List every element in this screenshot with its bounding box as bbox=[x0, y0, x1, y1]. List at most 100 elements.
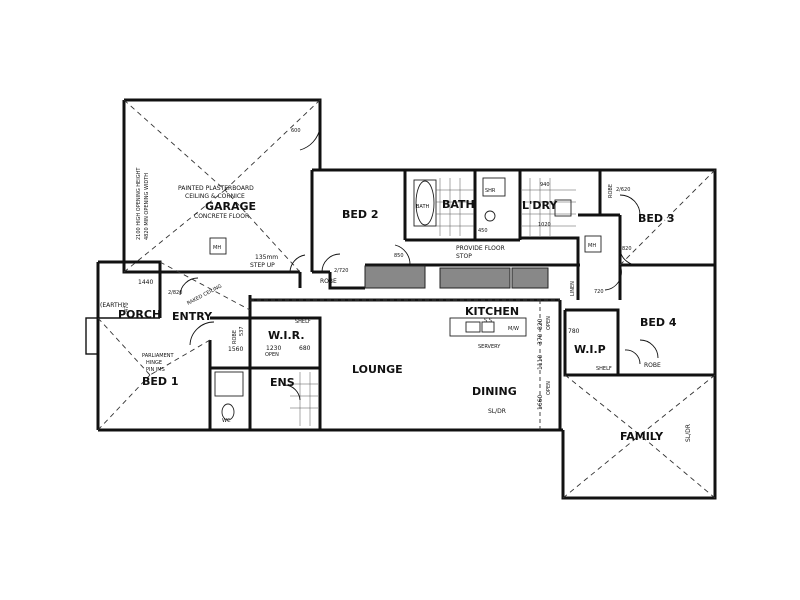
dim-1440: 1440 bbox=[138, 279, 153, 286]
note-wc: WC bbox=[222, 418, 231, 424]
dim-940: 940 bbox=[540, 182, 550, 188]
note-parliament-3: PIN JMS bbox=[146, 367, 165, 373]
label-entry: ENTRY bbox=[172, 310, 213, 323]
note-floor-stop-1: PROVIDE FLOOR bbox=[456, 245, 505, 252]
note-mh-hall: MH bbox=[588, 243, 596, 249]
ldry-bottom bbox=[520, 236, 580, 265]
dim-820: 820 bbox=[537, 318, 544, 330]
ceiling-diagonals bbox=[97, 99, 716, 499]
label-wir: W.I.R. bbox=[268, 329, 305, 342]
laundry-tub bbox=[554, 199, 572, 217]
label-bath: BATH bbox=[442, 198, 475, 211]
note-servery: SERVERY bbox=[478, 344, 501, 350]
notes: PAINTED PLASTERBOARD CEILING & CORNICE C… bbox=[100, 167, 692, 442]
dim-2-820: 2/820 bbox=[168, 290, 182, 296]
note-garage-ceiling-1: PAINTED PLASTERBOARD bbox=[178, 185, 254, 192]
note-parliament-1: PARLIAMENT bbox=[142, 353, 174, 359]
dim-537: 537 bbox=[239, 326, 245, 336]
dim-680: 680 bbox=[299, 345, 311, 352]
manhole-garage bbox=[209, 237, 227, 255]
dim-1660: 1660 bbox=[537, 395, 544, 410]
robe-wall bbox=[328, 272, 365, 290]
dim-1230: 1230 bbox=[266, 345, 281, 352]
dim-2-720: 2/720 bbox=[334, 268, 348, 274]
manhole-hall bbox=[584, 235, 602, 253]
dim-820b: 820 bbox=[622, 246, 632, 252]
note-shelf-wip: SHELF bbox=[596, 366, 612, 372]
label-bed3: BED 3 bbox=[638, 212, 675, 225]
label-ens: ENS bbox=[270, 376, 295, 389]
label-ldry: L'DRY bbox=[522, 199, 558, 212]
label-lounge: LOUNGE bbox=[352, 363, 403, 376]
dim-720: 720 bbox=[594, 289, 604, 295]
walls bbox=[85, 98, 717, 500]
note-open-kitchen-2: OPEN bbox=[546, 316, 552, 330]
note-garage-opening-2: 4820 MIN OPENING WIDTH bbox=[144, 173, 150, 240]
note-robe-bed1: ROBE bbox=[232, 330, 238, 344]
dim-1110: 1110 bbox=[537, 355, 544, 370]
label-kitchen: KITCHEN bbox=[465, 305, 519, 318]
label-dining: DINING bbox=[472, 385, 517, 398]
fridge-space bbox=[511, 267, 549, 289]
note-robe-bed2: ROBE bbox=[320, 278, 337, 285]
note-step-up-2: STEP UP bbox=[250, 262, 275, 269]
label-porch: PORCH bbox=[118, 308, 161, 321]
note-sldr-dining: SL/DR bbox=[488, 408, 506, 415]
dim-470: 470 bbox=[124, 302, 130, 312]
label-family: FAMILY bbox=[620, 430, 664, 443]
dim-2-620: 2/620 bbox=[616, 187, 630, 193]
dim-600: 600 bbox=[291, 128, 301, 134]
note-garage-floor: CONCRETE FLOOR bbox=[194, 213, 249, 220]
note-open-wir: OPEN bbox=[265, 352, 279, 358]
shower bbox=[482, 177, 506, 197]
note-mh-garage: MH bbox=[213, 245, 221, 251]
bathtub bbox=[415, 180, 435, 226]
note-shelf-wir: SHELF bbox=[295, 319, 311, 325]
hatch-wall-1 bbox=[364, 265, 426, 289]
note-sldr-family: SL/DR bbox=[685, 424, 692, 442]
dim-850: 850 bbox=[394, 253, 404, 259]
sink-2 bbox=[481, 321, 495, 333]
note-robe-bed4: ROBE bbox=[644, 362, 661, 369]
hatch-wall-2 bbox=[439, 267, 511, 289]
note-bath-tub: BATH bbox=[416, 204, 430, 210]
family-wall bbox=[561, 375, 717, 500]
note-open-kitchen: OPEN bbox=[546, 381, 552, 395]
dim-370: 370 bbox=[537, 333, 544, 345]
dimensions: 1440 1560 1230 680 537 1660 1110 370 820… bbox=[124, 128, 632, 410]
note-floor-stop-2: STOP bbox=[456, 253, 472, 260]
bath-tiles bbox=[436, 178, 576, 236]
dim-1020: 1020 bbox=[538, 222, 551, 228]
ens-wc bbox=[221, 403, 235, 421]
sink-1 bbox=[465, 321, 481, 333]
note-robe-bed3: ROBE bbox=[608, 184, 614, 198]
kitchen-island bbox=[449, 317, 527, 337]
door-swings bbox=[179, 127, 659, 401]
garage-wall-top bbox=[124, 98, 322, 170]
ens-shower bbox=[214, 371, 244, 397]
label-bed4: BED 4 bbox=[640, 316, 677, 329]
label-garage: GARAGE bbox=[205, 200, 256, 213]
dim-780: 780 bbox=[568, 328, 580, 335]
wip-wall bbox=[565, 308, 620, 375]
note-garage-opening-1: 2100 HIGH OPENING HEIGHT bbox=[136, 167, 142, 240]
note-mw: M/W bbox=[508, 326, 519, 332]
note-parliament-2: HINGE bbox=[146, 360, 162, 366]
note-garage-ceiling-2: CEILING & CORNICE bbox=[185, 193, 245, 200]
note-ss: S.S bbox=[484, 318, 492, 324]
label-bed2: BED 2 bbox=[342, 208, 379, 221]
note-linen: LINEN bbox=[570, 281, 576, 296]
note-raked-ceiling: RAKED CEILING bbox=[186, 283, 223, 306]
room-labels: GARAGE BED 2 BATH L'DRY BED 3 BED 4 BED … bbox=[118, 198, 677, 443]
note-earth: (EARTH) bbox=[100, 302, 125, 309]
bath-surround bbox=[413, 179, 437, 227]
wir-wall bbox=[250, 316, 322, 368]
basin bbox=[484, 210, 496, 222]
dim-450: 450 bbox=[478, 228, 488, 234]
dim-1560: 1560 bbox=[228, 346, 243, 353]
label-bed1: BED 1 bbox=[142, 375, 179, 388]
note-shr: SHR bbox=[485, 188, 496, 194]
bed1-window bbox=[85, 317, 99, 355]
note-step-up-1: 135mm bbox=[255, 254, 278, 261]
